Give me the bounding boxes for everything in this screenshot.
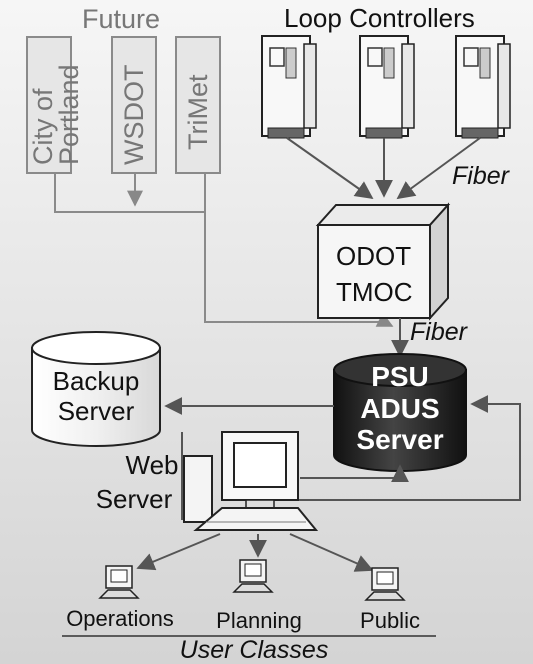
user-workstation-planning bbox=[232, 559, 274, 593]
loop-controller-1 bbox=[261, 35, 317, 139]
psu-adus-server: PSU ADUS Server bbox=[333, 353, 467, 472]
psu-label-line1: PSU bbox=[371, 361, 429, 392]
odot-tmoc-box: ODOT TMOC bbox=[315, 202, 451, 321]
web-server-computer bbox=[183, 431, 319, 531]
user-workstation-operations bbox=[98, 565, 140, 599]
user-class-operations: Operations bbox=[66, 606, 174, 631]
portland-label-line1: City of bbox=[28, 88, 58, 165]
backup-label-line1: Backup bbox=[53, 366, 140, 396]
portland-label-line2: Portland bbox=[54, 64, 84, 165]
loop-controller-3 bbox=[455, 35, 511, 139]
user-class-public: Public bbox=[360, 608, 420, 633]
fiber-label-1: Fiber bbox=[452, 162, 511, 190]
fiber-label-2: Fiber bbox=[410, 318, 469, 346]
wsdot-label: WSDOT bbox=[119, 65, 149, 166]
loop-to-tmoc-arrows bbox=[286, 137, 481, 200]
web-to-users-arrows bbox=[136, 533, 374, 572]
future-title: Future bbox=[82, 4, 160, 34]
tmoc-label-line1: ODOT bbox=[336, 241, 411, 271]
psu-label-line2: ADUS bbox=[360, 393, 439, 424]
backup-server: Backup Server bbox=[31, 331, 161, 447]
future-source-trimet: TriMet bbox=[175, 36, 221, 174]
backup-label-line2: Server bbox=[58, 396, 135, 426]
loop-controller-2 bbox=[359, 35, 415, 139]
user-workstation-public bbox=[364, 567, 406, 601]
user-class-planning: Planning bbox=[216, 608, 302, 633]
web-label-line2: Server bbox=[96, 484, 173, 514]
future-source-wsdot: WSDOT bbox=[111, 36, 157, 174]
loop-controllers-title: Loop Controllers bbox=[284, 3, 475, 33]
trimet-label: TriMet bbox=[183, 74, 213, 150]
web-label-line1: Web bbox=[126, 450, 179, 480]
web-psu-connectors bbox=[181, 395, 521, 520]
user-classes-caption: User Classes bbox=[180, 636, 329, 664]
future-connectors bbox=[54, 173, 394, 327]
psu-label-line3: Server bbox=[356, 424, 443, 455]
future-source-portland: City of Portland bbox=[26, 36, 84, 174]
tmoc-label-line2: TMOC bbox=[336, 277, 413, 307]
